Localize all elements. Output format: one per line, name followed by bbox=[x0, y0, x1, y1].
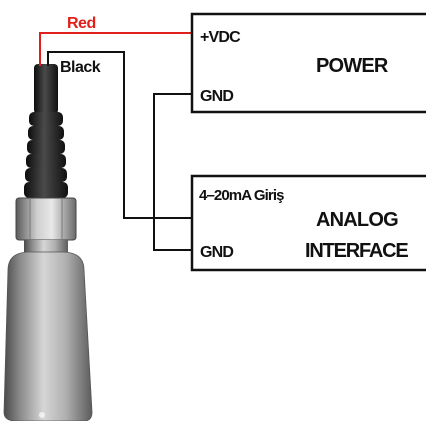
gnd-bridge-wire bbox=[153, 93, 192, 251]
red-wire-label: Red bbox=[67, 15, 96, 32]
sensor-vent-hole bbox=[39, 412, 45, 418]
power-gnd-terminal-label: GND bbox=[200, 88, 233, 105]
analog-box-title-line1: ANALOG bbox=[316, 209, 398, 231]
strain-relief bbox=[24, 112, 68, 198]
red-wire bbox=[39, 32, 192, 66]
wires bbox=[39, 32, 192, 251]
sensor-cable bbox=[34, 64, 58, 114]
pressure-sensor-illustration bbox=[3, 64, 93, 421]
power-box-title: POWER bbox=[316, 55, 389, 77]
analog-interface-box bbox=[190, 174, 426, 272]
analog-input-terminal-label: 4–20mA Giriş bbox=[199, 187, 284, 204]
sensor-body bbox=[3, 251, 93, 421]
power-box bbox=[190, 12, 426, 114]
black-wire-label: Black bbox=[60, 59, 101, 76]
sensor-hex-nut bbox=[15, 197, 77, 241]
analog-box-title-line2: INTERFACE bbox=[305, 240, 408, 262]
power-vdc-terminal-label: +VDC bbox=[200, 29, 241, 46]
black-wire bbox=[47, 51, 192, 219]
analog-gnd-terminal-label: GND bbox=[200, 244, 233, 261]
